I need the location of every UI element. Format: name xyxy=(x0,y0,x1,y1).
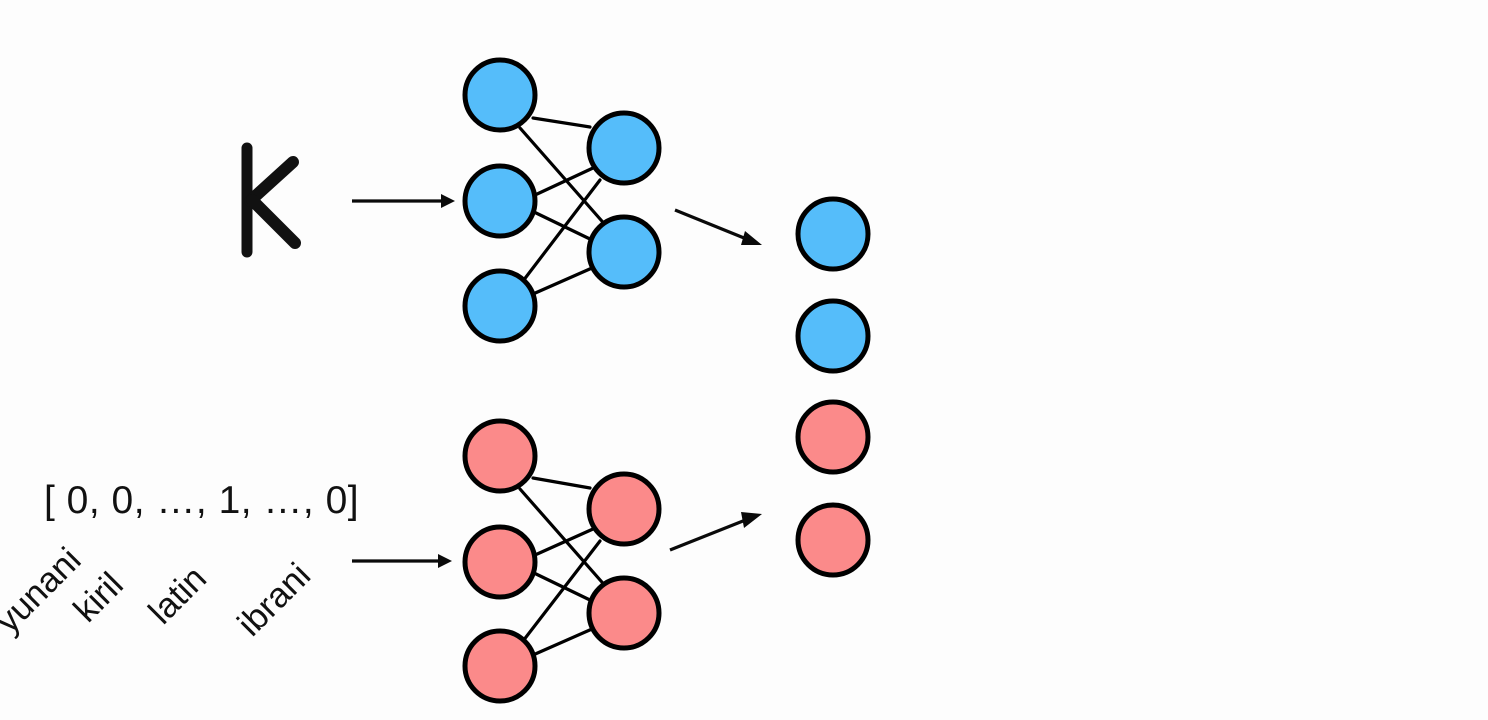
output-node-4 xyxy=(795,502,871,578)
bottom-hidden-node-1 xyxy=(586,471,662,547)
input-vector-text: [ 0, 0, …, 1, …, 0] xyxy=(44,479,359,522)
handwritten-letter-k-icon xyxy=(241,142,301,258)
class-label-ibrani: ibrani xyxy=(230,556,318,644)
arrow-bottom-network-to-output xyxy=(669,512,762,552)
top-hidden-node-1 xyxy=(586,110,662,186)
arrow-top-network-to-output xyxy=(674,208,762,245)
class-label-yunani: yunani xyxy=(0,540,89,641)
bottom-network-edges xyxy=(518,476,610,657)
arrow-vector-to-bottom-network xyxy=(352,554,452,568)
class-label-latin: latin xyxy=(141,559,214,632)
output-node-1 xyxy=(795,196,871,272)
top-input-node-1 xyxy=(462,57,538,133)
class-label-group: yunani kiril latin ibrani xyxy=(0,540,318,644)
output-column xyxy=(795,196,871,578)
top-network xyxy=(462,57,662,344)
bottom-input-node-2 xyxy=(462,524,538,600)
top-network-edges xyxy=(518,116,610,296)
top-input-node-3 xyxy=(462,268,538,344)
arrow-glyph-to-top-network xyxy=(352,194,455,208)
top-hidden-node-2 xyxy=(586,214,662,290)
output-node-2 xyxy=(795,298,871,374)
bottom-network xyxy=(462,418,662,704)
bottom-hidden-node-2 xyxy=(586,575,662,651)
bottom-input-node-3 xyxy=(462,628,538,704)
bottom-input-node-1 xyxy=(462,418,538,494)
top-input-node-2 xyxy=(462,163,538,239)
output-node-3 xyxy=(795,399,871,475)
